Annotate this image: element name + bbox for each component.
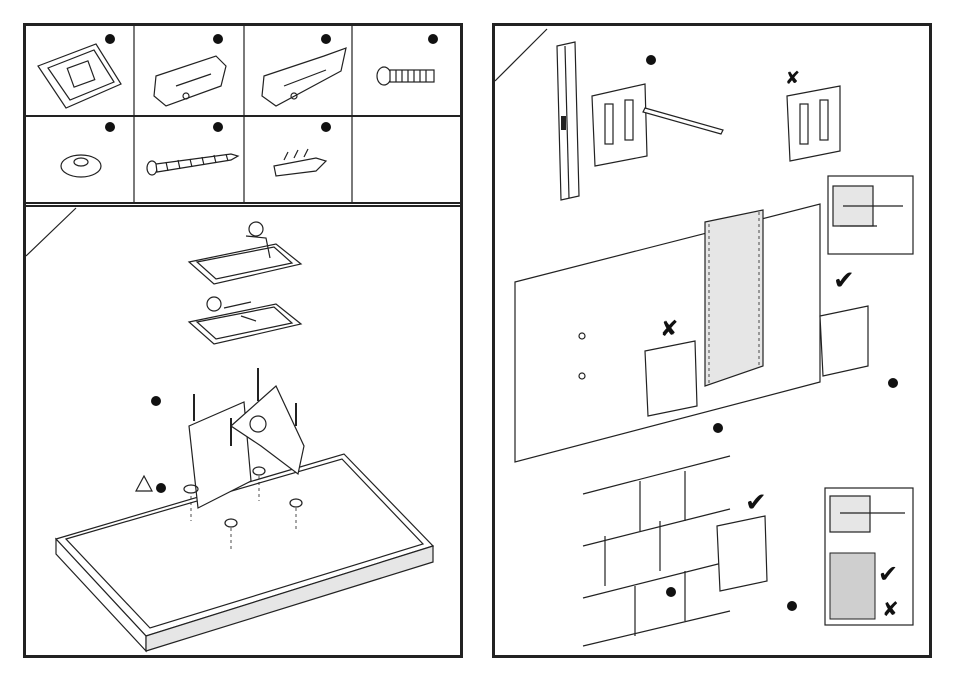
wall-plate-icon [38, 34, 121, 108]
left-instruction-panel [23, 23, 463, 658]
right-panel-art: ✘ ✘ ✔ [495, 26, 929, 655]
machine-screw-icon [377, 34, 438, 85]
right-instruction-panel: ✘ ✘ ✔ [492, 23, 932, 658]
cover-plate-top [189, 222, 301, 284]
check-icon: ✔ [878, 560, 898, 588]
anchor-detail: ✔ ✘ [825, 488, 913, 625]
warning-triangle-icon [136, 476, 152, 491]
washer-icon [61, 122, 115, 177]
cross-icon: ✘ [660, 317, 678, 342]
left-panel-art [26, 26, 460, 655]
bracket-left-icon [154, 34, 226, 106]
wood-screw-icon [147, 122, 238, 175]
wall-anchor-icon [274, 122, 331, 176]
bracket-right-icon [262, 34, 346, 106]
pencil-icon [643, 108, 723, 134]
check-icon: ✔ [745, 488, 767, 518]
depth-detail [828, 176, 913, 254]
step-corner-mark [26, 208, 76, 256]
step-corner-mark [495, 29, 547, 81]
cross-icon: ✘ [882, 597, 899, 621]
level-icon [557, 42, 579, 200]
cover-plate-bottom [189, 297, 301, 344]
cross-icon: ✘ [785, 68, 800, 89]
wall-plate-wrong: ✘ [785, 68, 840, 161]
check-icon: ✔ [833, 266, 855, 296]
brick-wall: ✔ [583, 456, 797, 646]
